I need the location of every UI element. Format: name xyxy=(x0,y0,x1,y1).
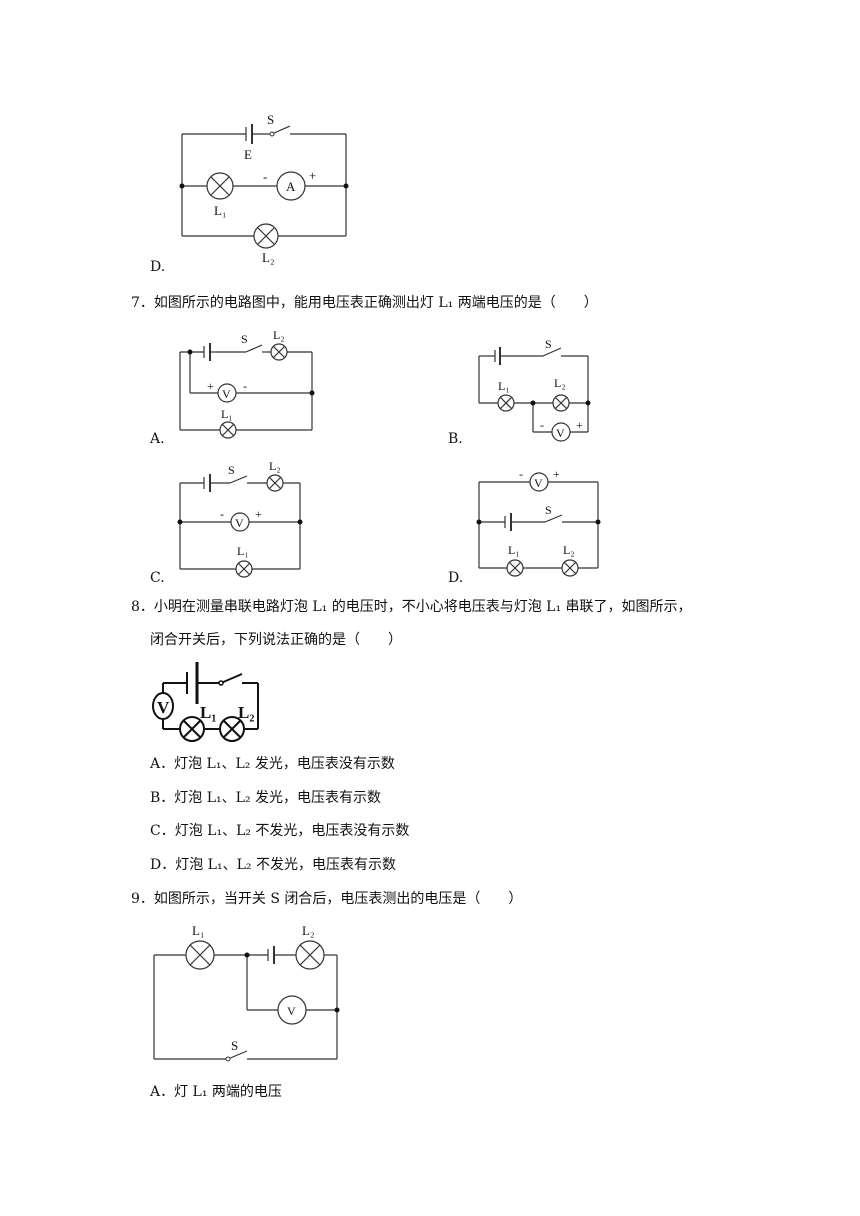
q8-option-c[interactable]: C．灯泡 L₁、L₂ 不发光，电压表没有示数 xyxy=(150,823,410,839)
lamp-l2-label: L₂ xyxy=(262,250,274,265)
svg-text:L₁: L₁ xyxy=(221,407,233,421)
svg-text:S: S xyxy=(231,1038,238,1053)
q7-option-a[interactable]: A. xyxy=(150,431,165,447)
svg-text:L₂: L₂ xyxy=(563,543,575,557)
switch-label: S xyxy=(267,112,274,127)
svg-text:+: + xyxy=(553,467,560,481)
q8-option-d[interactable]: D．灯泡 L₁、L₂ 不发光，电压表有示数 xyxy=(150,857,396,873)
ammeter-label: A xyxy=(286,179,296,194)
svg-text:L₂: L₂ xyxy=(238,703,254,722)
q9-stem: 9．如图所示，当开关 S 闭合后，电压表测出的电压是（ ） xyxy=(131,891,523,907)
svg-text:S: S xyxy=(545,503,552,517)
svg-text:L₂: L₂ xyxy=(269,459,281,473)
svg-text:L₁: L₁ xyxy=(192,923,204,938)
q7-stem: 7．如图所示的电路图中，能用电压表正确测出灯 L₁ 两端电压的是（ ） xyxy=(131,295,598,311)
svg-text:V: V xyxy=(534,476,543,490)
ammeter-plus: + xyxy=(309,168,316,183)
q8-stem-line2: 闭合开关后，下列说法正确的是（ ） xyxy=(150,632,402,648)
lamp-l1-label: L₁ xyxy=(214,203,226,218)
q8-option-a[interactable]: A．灯泡 L₁、L₂ 发光，电压表没有示数 xyxy=(150,756,395,772)
svg-text:V: V xyxy=(556,426,565,440)
svg-text:L₂: L₂ xyxy=(302,923,314,938)
svg-text:L₁: L₁ xyxy=(498,379,510,393)
q7-option-c[interactable]: C. xyxy=(150,570,165,586)
svg-text:L₁: L₁ xyxy=(508,543,520,557)
svg-text:+: + xyxy=(207,379,214,393)
svg-text:V: V xyxy=(222,387,231,401)
ammeter-minus: - xyxy=(263,169,267,184)
q7-option-b[interactable]: B. xyxy=(448,431,463,447)
svg-text:+: + xyxy=(255,507,262,521)
svg-text:V: V xyxy=(287,1004,296,1018)
svg-text:-: - xyxy=(540,418,544,432)
svg-text:S: S xyxy=(228,463,235,477)
svg-text:V: V xyxy=(235,516,244,530)
svg-text:S: S xyxy=(545,337,552,351)
svg-text:L₂: L₂ xyxy=(273,328,285,342)
svg-text:L₁: L₁ xyxy=(200,703,216,722)
svg-text:-: - xyxy=(243,379,247,393)
q8-stem-line1: 8．小明在测量串联电路灯泡 L₁ 的电压时，不小心将电压表与灯泡 L₁ 串联了，… xyxy=(131,599,692,615)
svg-text:+: + xyxy=(576,418,583,432)
svg-text:S: S xyxy=(241,332,248,346)
svg-text:-: - xyxy=(220,507,224,521)
svg-text:V: V xyxy=(157,698,170,717)
svg-text:-: - xyxy=(519,467,523,481)
q9-option-a[interactable]: A．灯 L₁ 两端的电压 xyxy=(150,1084,282,1100)
q6-option-d-letter[interactable]: D. xyxy=(150,259,166,275)
svg-text:L₂: L₂ xyxy=(554,376,566,390)
q7-option-d[interactable]: D. xyxy=(448,570,464,586)
svg-text:L₁: L₁ xyxy=(237,544,249,558)
q8-option-b[interactable]: B．灯泡 L₁、L₂ 发光，电压表有示数 xyxy=(150,790,382,806)
battery-label: E xyxy=(244,147,252,162)
